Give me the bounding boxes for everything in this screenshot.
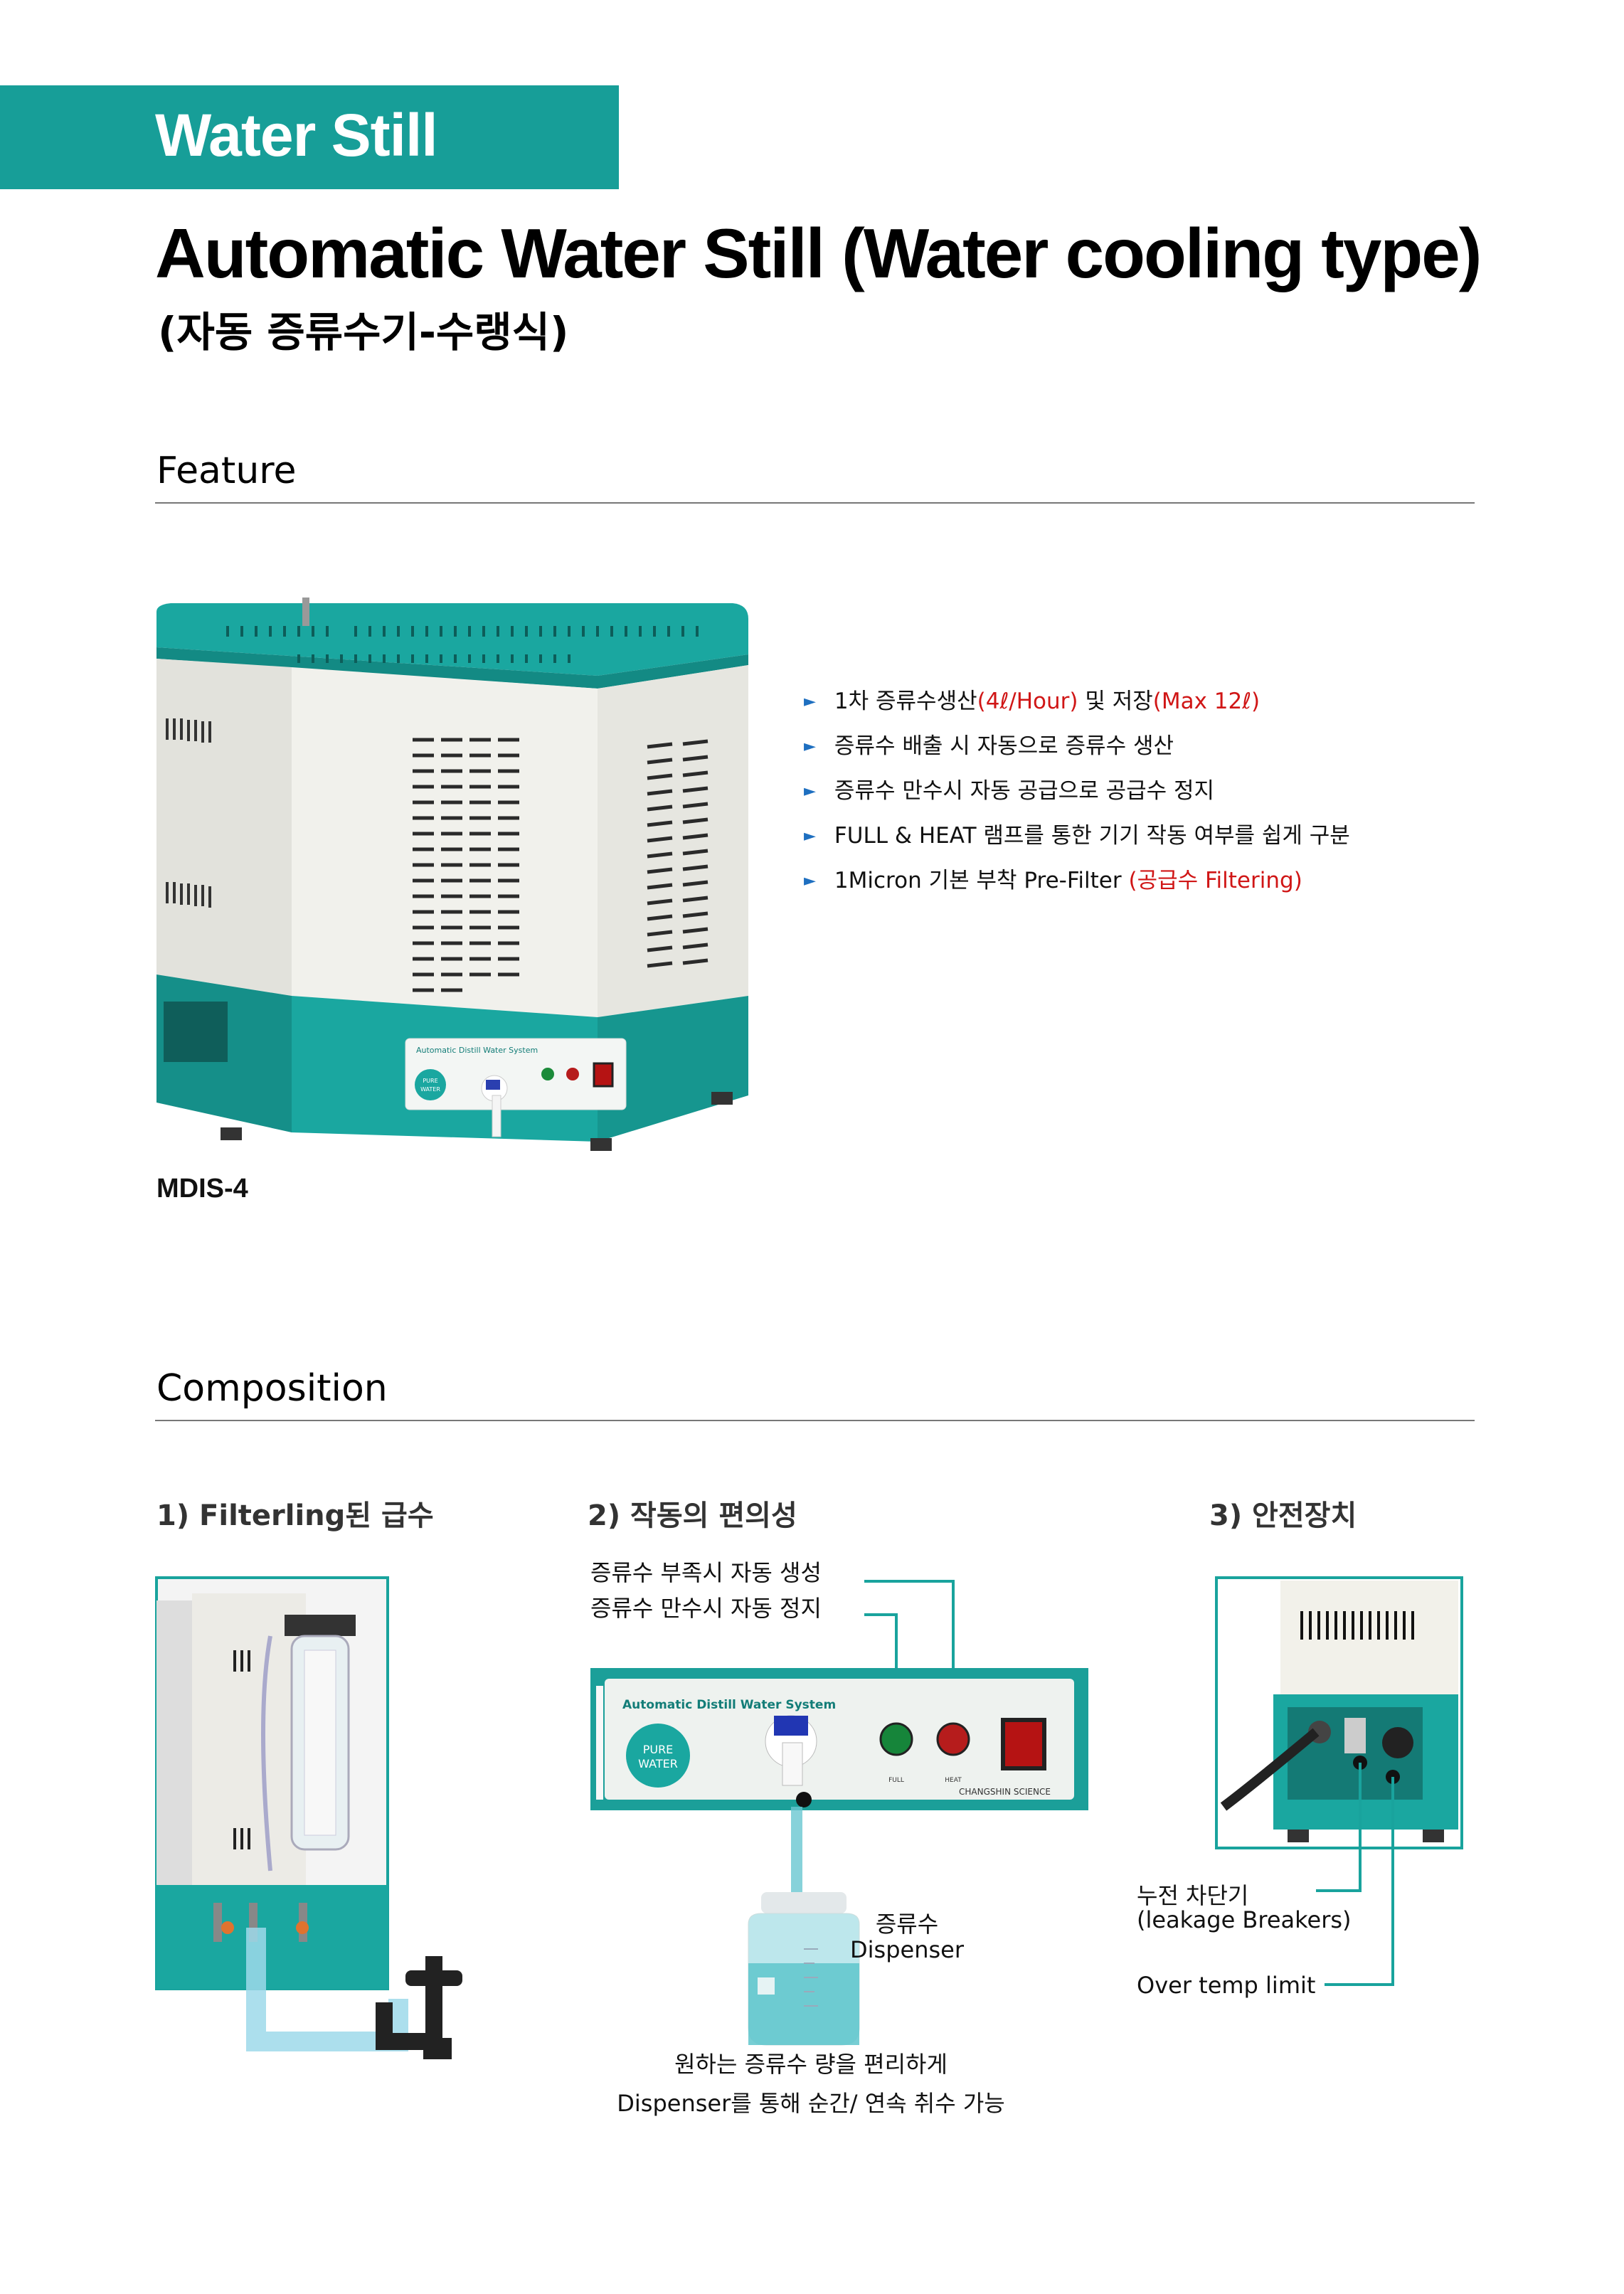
col2-heading: 2) 작동의 편의성: [588, 1499, 797, 1532]
feature-divider: [155, 502, 1475, 504]
bullet-arrow-icon: ►: [804, 872, 816, 890]
bullet-arrow-icon: ►: [804, 827, 816, 845]
feature-item: ►1Micron 기본 부착 Pre-Filter (공급수 Filtering…: [804, 868, 1302, 893]
panel-logo-line2: WATER: [638, 1757, 678, 1770]
feature-item: ►FULL & HEAT 램프를 통한 기기 작동 여부를 쉽게 구분: [804, 823, 1350, 849]
category-title: Water Still: [155, 102, 438, 169]
bullet-arrow-icon: ►: [804, 693, 816, 711]
category-banner: [0, 85, 619, 189]
breaker-label-en: (leakage Breakers): [1137, 1906, 1352, 1933]
feature-item: ►1차 증류수생산(4ℓ/Hour) 및 저장(Max 12ℓ): [804, 689, 1261, 714]
col1-heading: 1) Filterling된 급수: [156, 1499, 434, 1532]
composition-heading: Composition: [156, 1367, 388, 1410]
overtemp-label: Over temp limit: [1137, 1972, 1316, 1999]
product-logo-line1: PURE: [423, 1078, 437, 1084]
bullet-arrow-icon: ►: [804, 782, 816, 800]
panel-brand: CHANGSHIN SCIENCE: [959, 1787, 1051, 1797]
filter-supply-illustration: [155, 1576, 462, 2059]
product-panel-title: Automatic Distill Water System: [416, 1046, 538, 1055]
dispenser-caption-line2: Dispenser를 통해 순간/ 연속 취수 가능: [617, 2090, 1005, 2117]
control-panel-illustration: Automatic Distill Water System PURE WATE…: [590, 1580, 1088, 2046]
panel-logo-line1: PURE: [643, 1743, 674, 1756]
dispenser-label-en: Dispenser: [850, 1936, 964, 1963]
panel-title: Automatic Distill Water System: [622, 1698, 836, 1712]
breaker-label-kr: 누전 차단기: [1137, 1882, 1249, 1909]
lamp-heat-label: HEAT: [945, 1777, 962, 1784]
note-auto-generate: 증류수 부족시 자동 생성: [590, 1559, 822, 1586]
bullet-arrow-icon: ►: [804, 738, 816, 755]
note-auto-stop: 증류수 만수시 자동 정지: [590, 1595, 822, 1622]
dispenser-label-kr: 증류수: [875, 1911, 939, 1938]
lamp-full-label: FULL: [888, 1777, 904, 1784]
feature-item: ►증류수 만수시 자동 공급으로 공급수 정지: [804, 778, 1215, 804]
product-photo: Automatic Distill Water System PURE WATE…: [156, 598, 748, 1151]
dispenser-caption-line1: 원하는 증류수 량을 편리하게: [674, 2051, 948, 2078]
model-name: MDIS-4: [156, 1174, 248, 1204]
product-logo-line2: WATER: [420, 1086, 440, 1093]
feature-item: ►증류수 배출 시 자동으로 증류수 생산: [804, 733, 1174, 759]
feature-heading: Feature: [156, 450, 297, 492]
page-title: Automatic Water Still (Water cooling typ…: [155, 214, 1482, 292]
composition-divider: [155, 1420, 1475, 1421]
feature-list: ►1차 증류수생산(4ℓ/Hour) 및 저장(Max 12ℓ) ►증류수 배출…: [804, 679, 1350, 903]
page-subtitle: (자동 증류수기-수랭식): [158, 308, 569, 356]
col3-heading: 3) 안전장치: [1209, 1499, 1357, 1532]
safety-device-illustration: [1215, 1576, 1463, 1986]
